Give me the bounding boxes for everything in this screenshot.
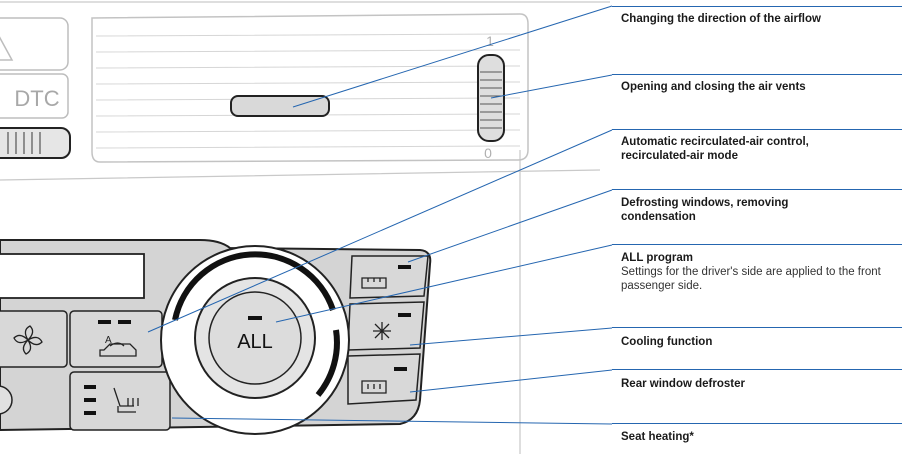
seat-heating-button[interactable]	[69, 371, 171, 431]
callout-rear-defroster: Rear window defroster	[621, 377, 903, 391]
callout-defrost-windows: Defrosting windows, removing condensatio…	[621, 196, 903, 224]
callout-all-program: ALL program Settings for the driver's si…	[621, 251, 903, 293]
fan-button[interactable]	[0, 310, 68, 368]
callout-title: Opening and closing the air vents	[621, 81, 806, 93]
callout-title: Rear window defroster	[621, 378, 745, 390]
callout-rule	[612, 327, 902, 328]
callout-title: Changing the direction of the airflow	[621, 13, 821, 25]
callout-recirculation: Automatic recirculated-air control, reci…	[621, 135, 903, 163]
callout-title: Automatic recirculated-air control, reci…	[621, 136, 809, 162]
airflow-direction-slider[interactable]	[230, 95, 330, 117]
fan-icon	[13, 325, 43, 355]
snowflake-icon	[373, 322, 391, 340]
hazard-button[interactable]	[0, 17, 69, 71]
callout-title: ALL program	[621, 252, 693, 264]
vent-scale-min: 0	[484, 145, 492, 161]
callout-airflow-direction: Changing the direction of the airflow	[621, 12, 903, 26]
all-program-knob[interactable]: ALL	[160, 245, 350, 435]
recirc-auto-letter: A	[105, 335, 112, 346]
dtc-button[interactable]: DTC	[0, 73, 69, 119]
callout-rule	[612, 369, 902, 370]
callout-rule	[612, 189, 902, 190]
callout-cooling: Cooling function	[621, 335, 903, 349]
recirculation-car-icon	[99, 342, 137, 357]
all-button-label: ALL	[237, 331, 273, 353]
hazard-icon	[0, 36, 14, 61]
rear-defrost-button[interactable]	[347, 353, 421, 405]
callout-title: Seat heating*	[621, 431, 694, 443]
callout-rule	[612, 74, 902, 75]
windshield-defrost-button[interactable]	[349, 255, 429, 299]
dtc-label: DTC	[14, 86, 59, 111]
callout-title: Cooling function	[621, 336, 713, 348]
volume-wheel[interactable]	[0, 127, 71, 159]
center-air-vent: 1 0	[91, 13, 529, 163]
rear-defrost-icon	[361, 380, 387, 394]
callout-title: Defrosting windows, removing condensatio…	[621, 197, 789, 223]
climate-control-illustration: DTC 1 0 A	[0, 1, 610, 454]
callout-air-vents: Opening and closing the air vents	[621, 80, 903, 94]
recirculation-button[interactable]: A	[69, 310, 163, 368]
vent-scale-max: 1	[486, 33, 494, 49]
callout-seat-heating: Seat heating*	[621, 430, 903, 444]
callout-rule	[612, 423, 902, 424]
left-edge-knob[interactable]	[0, 385, 13, 415]
callout-rule	[612, 129, 902, 130]
cooling-button[interactable]	[347, 301, 425, 351]
display-screen	[0, 253, 145, 299]
callout-description: Settings for the driver's side are appli…	[621, 266, 881, 292]
seat-heating-icon	[113, 387, 139, 413]
callout-rule	[612, 6, 902, 7]
callout-rule	[612, 244, 902, 245]
